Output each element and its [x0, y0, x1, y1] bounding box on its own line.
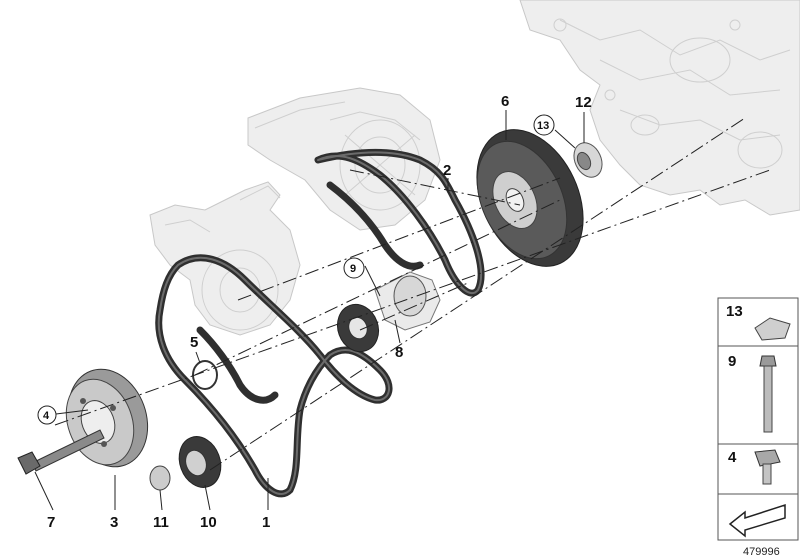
callout-1: 1	[262, 514, 270, 531]
reference-id: 479996	[743, 546, 780, 558]
leader-lines	[34, 110, 585, 511]
central-bolt	[17, 429, 105, 475]
sprocket	[573, 142, 603, 178]
legend-label-screw: 4	[728, 449, 737, 466]
callout-10: 10	[200, 514, 217, 531]
protective-cap	[149, 465, 171, 491]
callout-2: 2	[443, 162, 451, 179]
retaining-ring	[192, 360, 218, 390]
axis-lines	[54, 117, 771, 471]
drive-belt	[155, 254, 393, 498]
callout-12: 12	[575, 94, 592, 111]
callout-9-circle	[343, 257, 365, 279]
callout-3: 3	[110, 514, 118, 531]
alternator-belt	[314, 149, 485, 297]
crankshaft-pulley	[65, 368, 149, 468]
callout-9: 9	[350, 263, 356, 275]
callout-4: 4	[43, 410, 50, 422]
direction-arrow-icon	[728, 503, 786, 538]
callout-8: 8	[395, 344, 403, 361]
engine-block	[519, 0, 800, 216]
legend-panel: 13 9 4	[717, 297, 799, 541]
callout-11: 11	[153, 514, 169, 531]
belt-tensioner	[336, 271, 441, 353]
callout-labels: 1 2 3 4 5 6 7 8 9 10 11 12 13	[37, 93, 592, 531]
legend-label-bolt: 9	[728, 353, 736, 370]
legend-cell-bolt	[717, 345, 799, 445]
callout-6: 6	[501, 93, 509, 110]
screw-icon	[754, 449, 781, 467]
callout-7: 7	[47, 514, 55, 531]
callout-4-circle	[37, 405, 57, 425]
legend-label-key: 13	[726, 303, 743, 320]
callout-13-circle	[533, 114, 555, 136]
callout-5: 5	[190, 334, 198, 351]
key-icon	[754, 317, 791, 341]
bolt-icon	[759, 355, 777, 367]
idler-pulley	[178, 436, 222, 488]
callout-13: 13	[537, 120, 549, 132]
